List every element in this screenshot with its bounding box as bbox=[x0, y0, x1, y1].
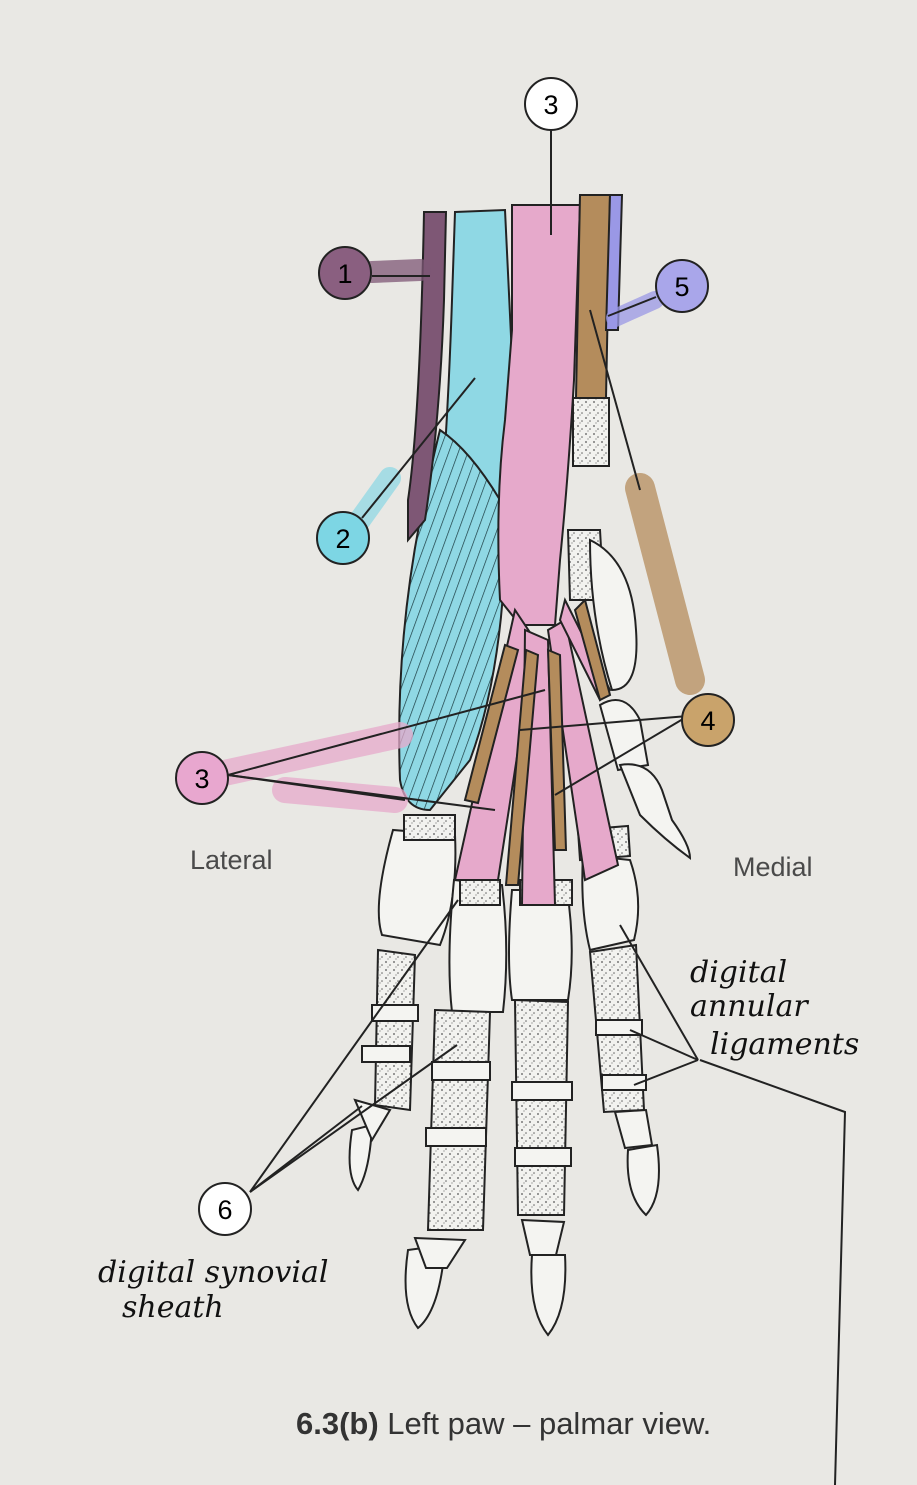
digit-4 bbox=[511, 998, 573, 1337]
muscle-2-blue bbox=[398, 208, 518, 812]
metacarpal-pads bbox=[377, 828, 640, 1013]
callout-1: 1 bbox=[318, 246, 372, 300]
digit-2 bbox=[348, 948, 419, 1192]
digit-5 bbox=[588, 943, 660, 1217]
figure-caption: 6.3(b) Left paw – palmar view. bbox=[296, 1406, 711, 1442]
dewclaw bbox=[598, 699, 692, 860]
callout-6: 6 bbox=[198, 1182, 252, 1236]
medial-label: Medial bbox=[733, 852, 813, 882]
muscle-1-purple bbox=[407, 211, 448, 543]
figure-caption-text: Left paw – palmar view. bbox=[378, 1406, 712, 1441]
svg-text:3: 3 bbox=[543, 90, 558, 120]
svg-text:1: 1 bbox=[337, 259, 352, 289]
annular-note-line3: ligaments bbox=[710, 1027, 860, 1062]
callout-3-top: 3 bbox=[524, 77, 578, 131]
callout-5: 5 bbox=[655, 259, 709, 313]
callout-3-side: 3 bbox=[175, 751, 229, 805]
annular-note-line2: annular bbox=[690, 989, 808, 1024]
figure-number: 6.3(b) bbox=[296, 1406, 379, 1441]
svg-text:3: 3 bbox=[194, 764, 209, 794]
svg-text:6: 6 bbox=[217, 1195, 232, 1225]
svg-text:2: 2 bbox=[335, 524, 350, 554]
lateral-label: Lateral bbox=[190, 845, 273, 875]
carpal-bones bbox=[403, 397, 638, 906]
leader-lines bbox=[227, 128, 847, 1485]
sheath-note-line1: digital synovial bbox=[98, 1255, 329, 1290]
svg-text:5: 5 bbox=[674, 272, 689, 302]
digit-3 bbox=[404, 1008, 492, 1330]
muscle-5-lavender bbox=[604, 194, 624, 331]
callout-4: 4 bbox=[681, 693, 735, 747]
muscle-4-brown bbox=[463, 194, 612, 886]
annular-note-line1: digital bbox=[690, 955, 788, 990]
svg-text:4: 4 bbox=[700, 706, 715, 736]
callout-2: 2 bbox=[316, 511, 370, 565]
sheath-note-line2: sheath bbox=[122, 1290, 224, 1325]
